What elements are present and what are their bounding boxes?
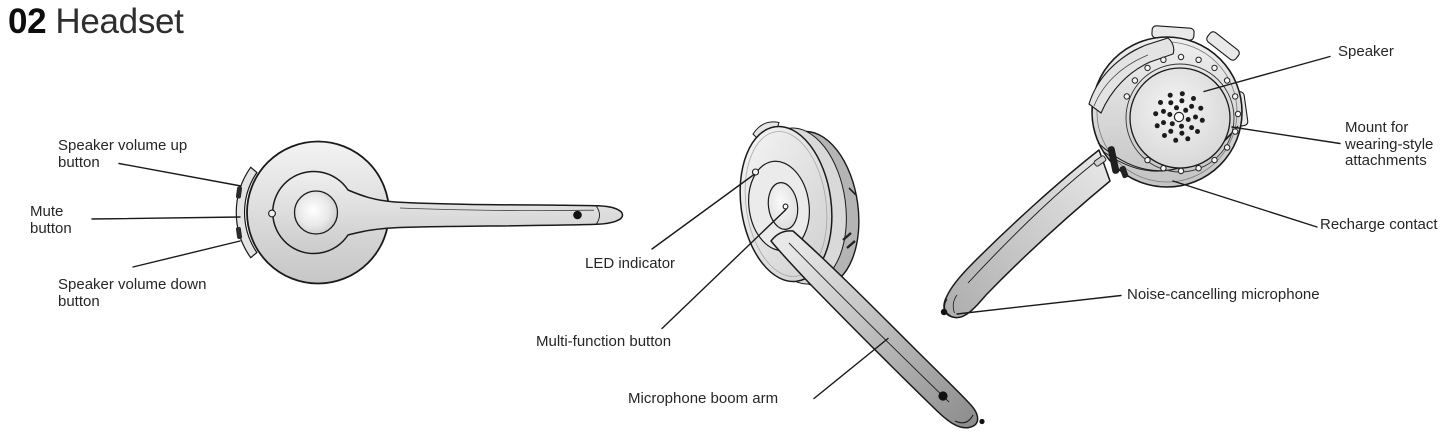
boom-mic-hole [938,391,948,401]
mount-hole [1131,77,1139,84]
speaker-mesh-hole [1173,137,1179,143]
label-recharge-contact: Recharge contact [1320,216,1438,233]
mount-hole [1177,167,1185,175]
speaker-mesh-hole [1158,100,1163,105]
noise-cancelling-mic-hole [940,308,948,316]
mount-hole [1211,156,1218,164]
speaker-center-hole [1173,111,1185,123]
speaker-mesh-hole [1193,114,1198,120]
mount-hole [1195,56,1202,63]
attachment-mount-holes [1123,53,1242,175]
boom-tip-curl [944,298,952,317]
callout-line-speaker [1203,55,1331,93]
label-microphone-boom-arm: Microphone boom arm [628,390,779,407]
mount-hole [1232,93,1239,100]
side-mic-hole [268,209,276,218]
speaker-mesh-hole [1191,96,1196,101]
label-noise-cancelling-mic: Noise-cancelling microphone [1127,286,1320,303]
boom-tip-mic [979,418,985,425]
volume-up-button [235,186,243,199]
speaker-mesh-hole [1167,112,1173,117]
speaker-mesh-hole [1185,117,1191,122]
boom-tip-crease [596,206,600,225]
recharge-contact-slot [1093,146,1129,179]
mount-hole [1234,110,1242,118]
callout-line-boom-arm [813,337,889,400]
speaker-mesh-hole [1199,117,1205,123]
mount-hole [1177,53,1185,61]
speaker-mesh [1153,91,1205,143]
speaker-mesh-hole [1154,123,1160,129]
callout-line-recharge [1172,180,1318,228]
noise-cancelling-boom-arm [943,149,1111,319]
speaker-dome [293,190,339,235]
speaker-mesh-hole [1185,136,1191,142]
label-mute: Mute button [30,203,72,237]
speaker-mesh-hole [1161,108,1166,114]
mount-hole [1160,56,1167,63]
callout-line-mute [91,216,241,220]
section-number: 02 [8,2,47,41]
callout-lines [91,55,1341,400]
mount-hole [1223,77,1231,84]
section-title: Headset [55,2,184,41]
boom-mic-hole [573,210,582,220]
speaker-mesh-hole [1189,103,1195,109]
callout-line-noise-mic [956,294,1122,315]
speaker-mesh-hole [1153,111,1159,117]
volume-down-button [235,226,243,240]
side-vents [842,187,857,249]
label-speaker-volume-up: Speaker volume up button [58,137,188,171]
mount-hole [1144,156,1151,164]
speaker-mesh-hole [1168,128,1174,134]
speaker-mesh-hole [1161,120,1166,126]
label-mount-wearing-style: Mount for wearing-style attachments [1345,119,1434,169]
speaker-mesh-hole [1174,105,1179,111]
mount-hole [1232,128,1239,135]
headband-mount-groove [1088,37,1175,114]
speaker-mesh-hole [1189,125,1195,131]
led-indicator-dot [751,168,760,176]
mount-hole [1123,93,1131,100]
callout-line-speaker-volume-up [118,162,242,187]
label-speaker-volume-down: Speaker volume down button [58,276,207,310]
mount-hole [1144,64,1151,72]
speaker-mesh-hole [1179,130,1185,136]
speaker-mesh-hole [1168,100,1174,106]
mount-hole [1211,64,1218,72]
speaker-mesh-hole [1179,123,1184,129]
callout-line-mount [1231,126,1341,145]
speaker-mesh-hole [1162,133,1167,138]
speaker-mesh-hole [1183,107,1189,113]
mount-hole [1195,165,1202,172]
label-speaker: Speaker [1338,43,1394,60]
callout-line-speaker-volume-down [132,240,241,268]
label-led-indicator: LED indicator [585,255,676,272]
headset-inner-view [940,25,1249,319]
speaker-mesh-hole [1195,129,1200,134]
boom-arm-side [271,170,624,255]
speaker-mesh-hole [1169,121,1175,127]
speaker-mesh-hole [1179,91,1185,97]
callout-line-led-indicator [651,173,755,250]
speaker-mesh-hole [1198,105,1204,111]
mount-hole [1160,165,1167,172]
headset-angled-view [739,121,985,429]
mount-hole [1223,144,1231,151]
callout-line-multi-function [661,208,787,330]
label-multi-function: Multi-function button [536,333,672,350]
speaker-mesh-hole [1167,92,1173,98]
button-center-hole [782,203,789,210]
headset-side-view [235,140,624,285]
volume-button-strip [235,166,258,259]
speaker-mesh-hole [1179,98,1185,104]
boom-tip-curl [954,414,974,424]
